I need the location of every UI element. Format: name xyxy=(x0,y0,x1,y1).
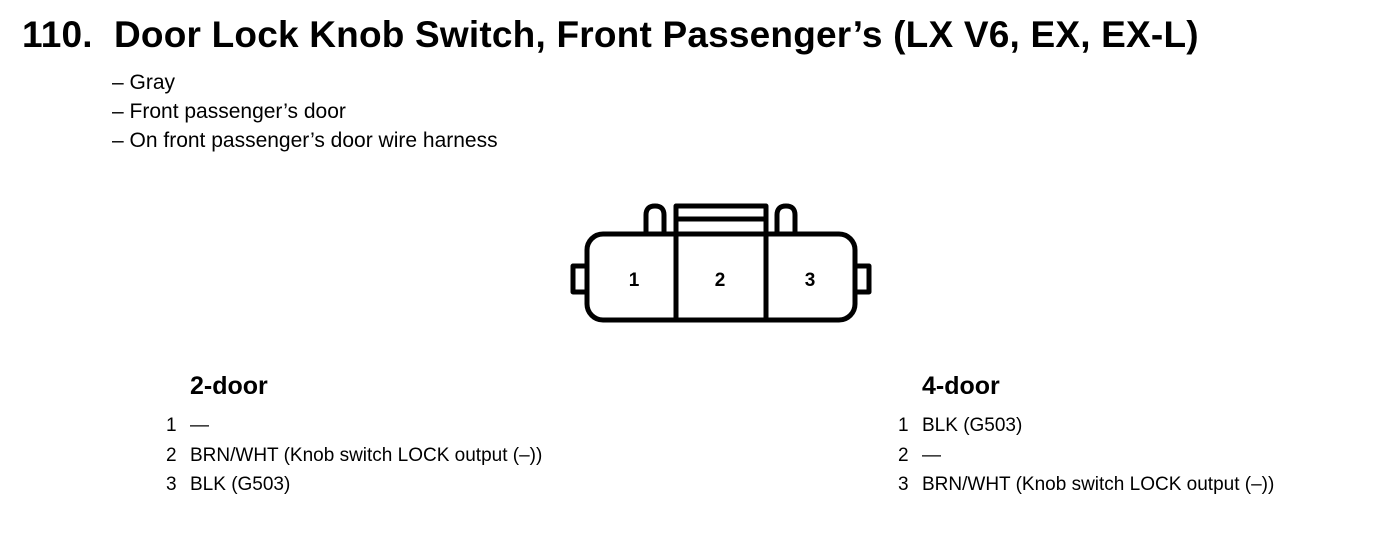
connector-right-tab xyxy=(774,203,798,237)
pin-number: 2 xyxy=(898,444,909,466)
table-row: 2 — xyxy=(898,441,1274,471)
table-row: 2 BRN/WHT (Knob switch LOCK output (–)) xyxy=(166,441,542,471)
pin-label-2: 2 xyxy=(715,270,726,291)
detail-color: – Gray xyxy=(112,71,176,94)
pin-description: BLK (G503) xyxy=(190,474,291,495)
table-row: 1 BLK (G503) xyxy=(898,411,1274,441)
detail-location: – Front passenger’s door xyxy=(112,100,346,123)
pin-label-1: 1 xyxy=(629,270,640,291)
four-door-pin-table: 4-door 1 BLK (G503) 2 — 3 BRN/WHT (Knob … xyxy=(898,372,1274,500)
pin-description: BLK (G503) xyxy=(922,415,1023,436)
two-door-heading: 2-door xyxy=(190,372,268,400)
connector-left-ear xyxy=(570,263,592,295)
pin-number: 3 xyxy=(166,474,177,495)
pin-number: 1 xyxy=(898,415,909,436)
pin-description: — xyxy=(922,444,941,466)
four-door-heading: 4-door xyxy=(922,372,1000,400)
pin-description: — xyxy=(190,415,209,436)
connector-details: – Gray – Front passenger’s door – On fro… xyxy=(112,68,498,155)
pin-number: 3 xyxy=(898,474,909,495)
connector-left-tab xyxy=(643,203,667,237)
pin-label-3: 3 xyxy=(805,270,816,291)
detail-harness: – On front passenger’s door wire harness xyxy=(112,129,498,152)
two-door-pin-table: 2-door 1 — 2 BRN/WHT (Knob switch LOCK o… xyxy=(166,372,542,500)
pin-description: BRN/WHT (Knob switch LOCK output (–)) xyxy=(922,474,1275,495)
table-row: 1 — xyxy=(166,411,542,441)
section-number: 110. xyxy=(22,14,93,55)
pin-description: BRN/WHT (Knob switch LOCK output (–)) xyxy=(190,444,543,466)
connector-right-ear xyxy=(850,263,872,295)
pin-number: 2 xyxy=(166,444,177,466)
connector-body xyxy=(584,231,858,323)
page-title: 110. Door Lock Knob Switch, Front Passeng… xyxy=(22,14,1199,56)
table-row: 3 BLK (G503) xyxy=(166,470,542,500)
table-row: 3 BRN/WHT (Knob switch LOCK output (–)) xyxy=(898,470,1274,500)
section-title: Door Lock Knob Switch, Front Passenger’s… xyxy=(114,14,1199,55)
pin-number: 1 xyxy=(166,415,177,436)
